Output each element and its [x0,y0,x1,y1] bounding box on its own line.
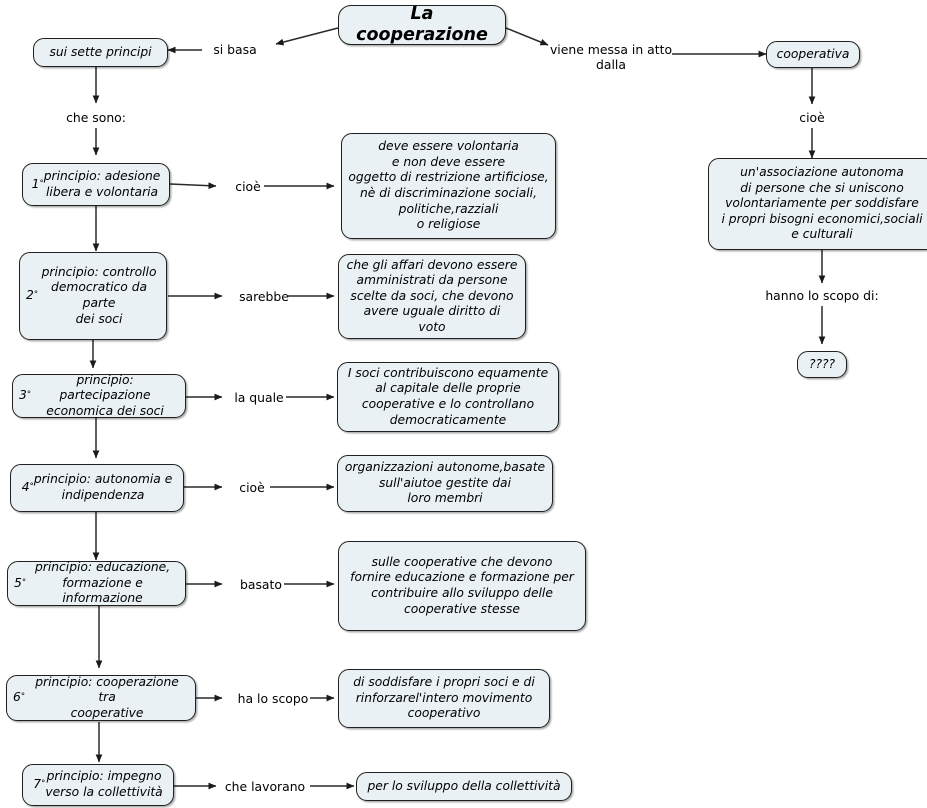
node-sui-sette-principi[interactable]: sui sette principi [33,38,168,67]
node-dettaglio-7[interactable]: per lo sviluppo della collettività [356,772,572,801]
link-p1-cioe [169,182,217,190]
link-label-cioe-1: cioè [235,179,261,194]
node-cooperativa[interactable]: cooperativa [766,41,860,68]
link-label-ha-lo-scopo: ha lo scopo [237,691,309,706]
link-title-vienemessa [505,27,549,46]
degree-symbol: ° [26,390,32,401]
link-label-basato: basato [240,577,282,592]
link-label-la-quale: la quale [234,390,284,405]
link-label-che-lavorano: che lavorano [224,779,306,794]
node-scopo-unknown[interactable]: ???? [797,351,847,378]
degree-symbol: ° [29,482,34,493]
degree-symbol: ° [39,178,44,189]
link-label-cioe-4: cioè [239,480,265,495]
link-label-cioe-cooperativa: cioè [799,110,825,125]
degree-symbol: ° [20,692,26,703]
link-label-che-sono: che sono: [66,110,126,125]
degree-symbol: ° [33,290,39,301]
node-principio-5[interactable]: 5 °principio: educazione,formazione e in… [7,560,186,606]
link-label-si-basa: si basa [213,42,257,57]
link-title-sibasa [275,27,339,46]
link-label-sarebbe: sarebbe [239,289,289,304]
degree-symbol: ° [41,779,46,790]
degree-symbol: ° [21,577,27,588]
node-title-la-cooperazione[interactable]: La cooperazione [338,4,506,45]
link-label-hanno-lo-scopo-di: hanno lo scopo di: [765,288,879,303]
